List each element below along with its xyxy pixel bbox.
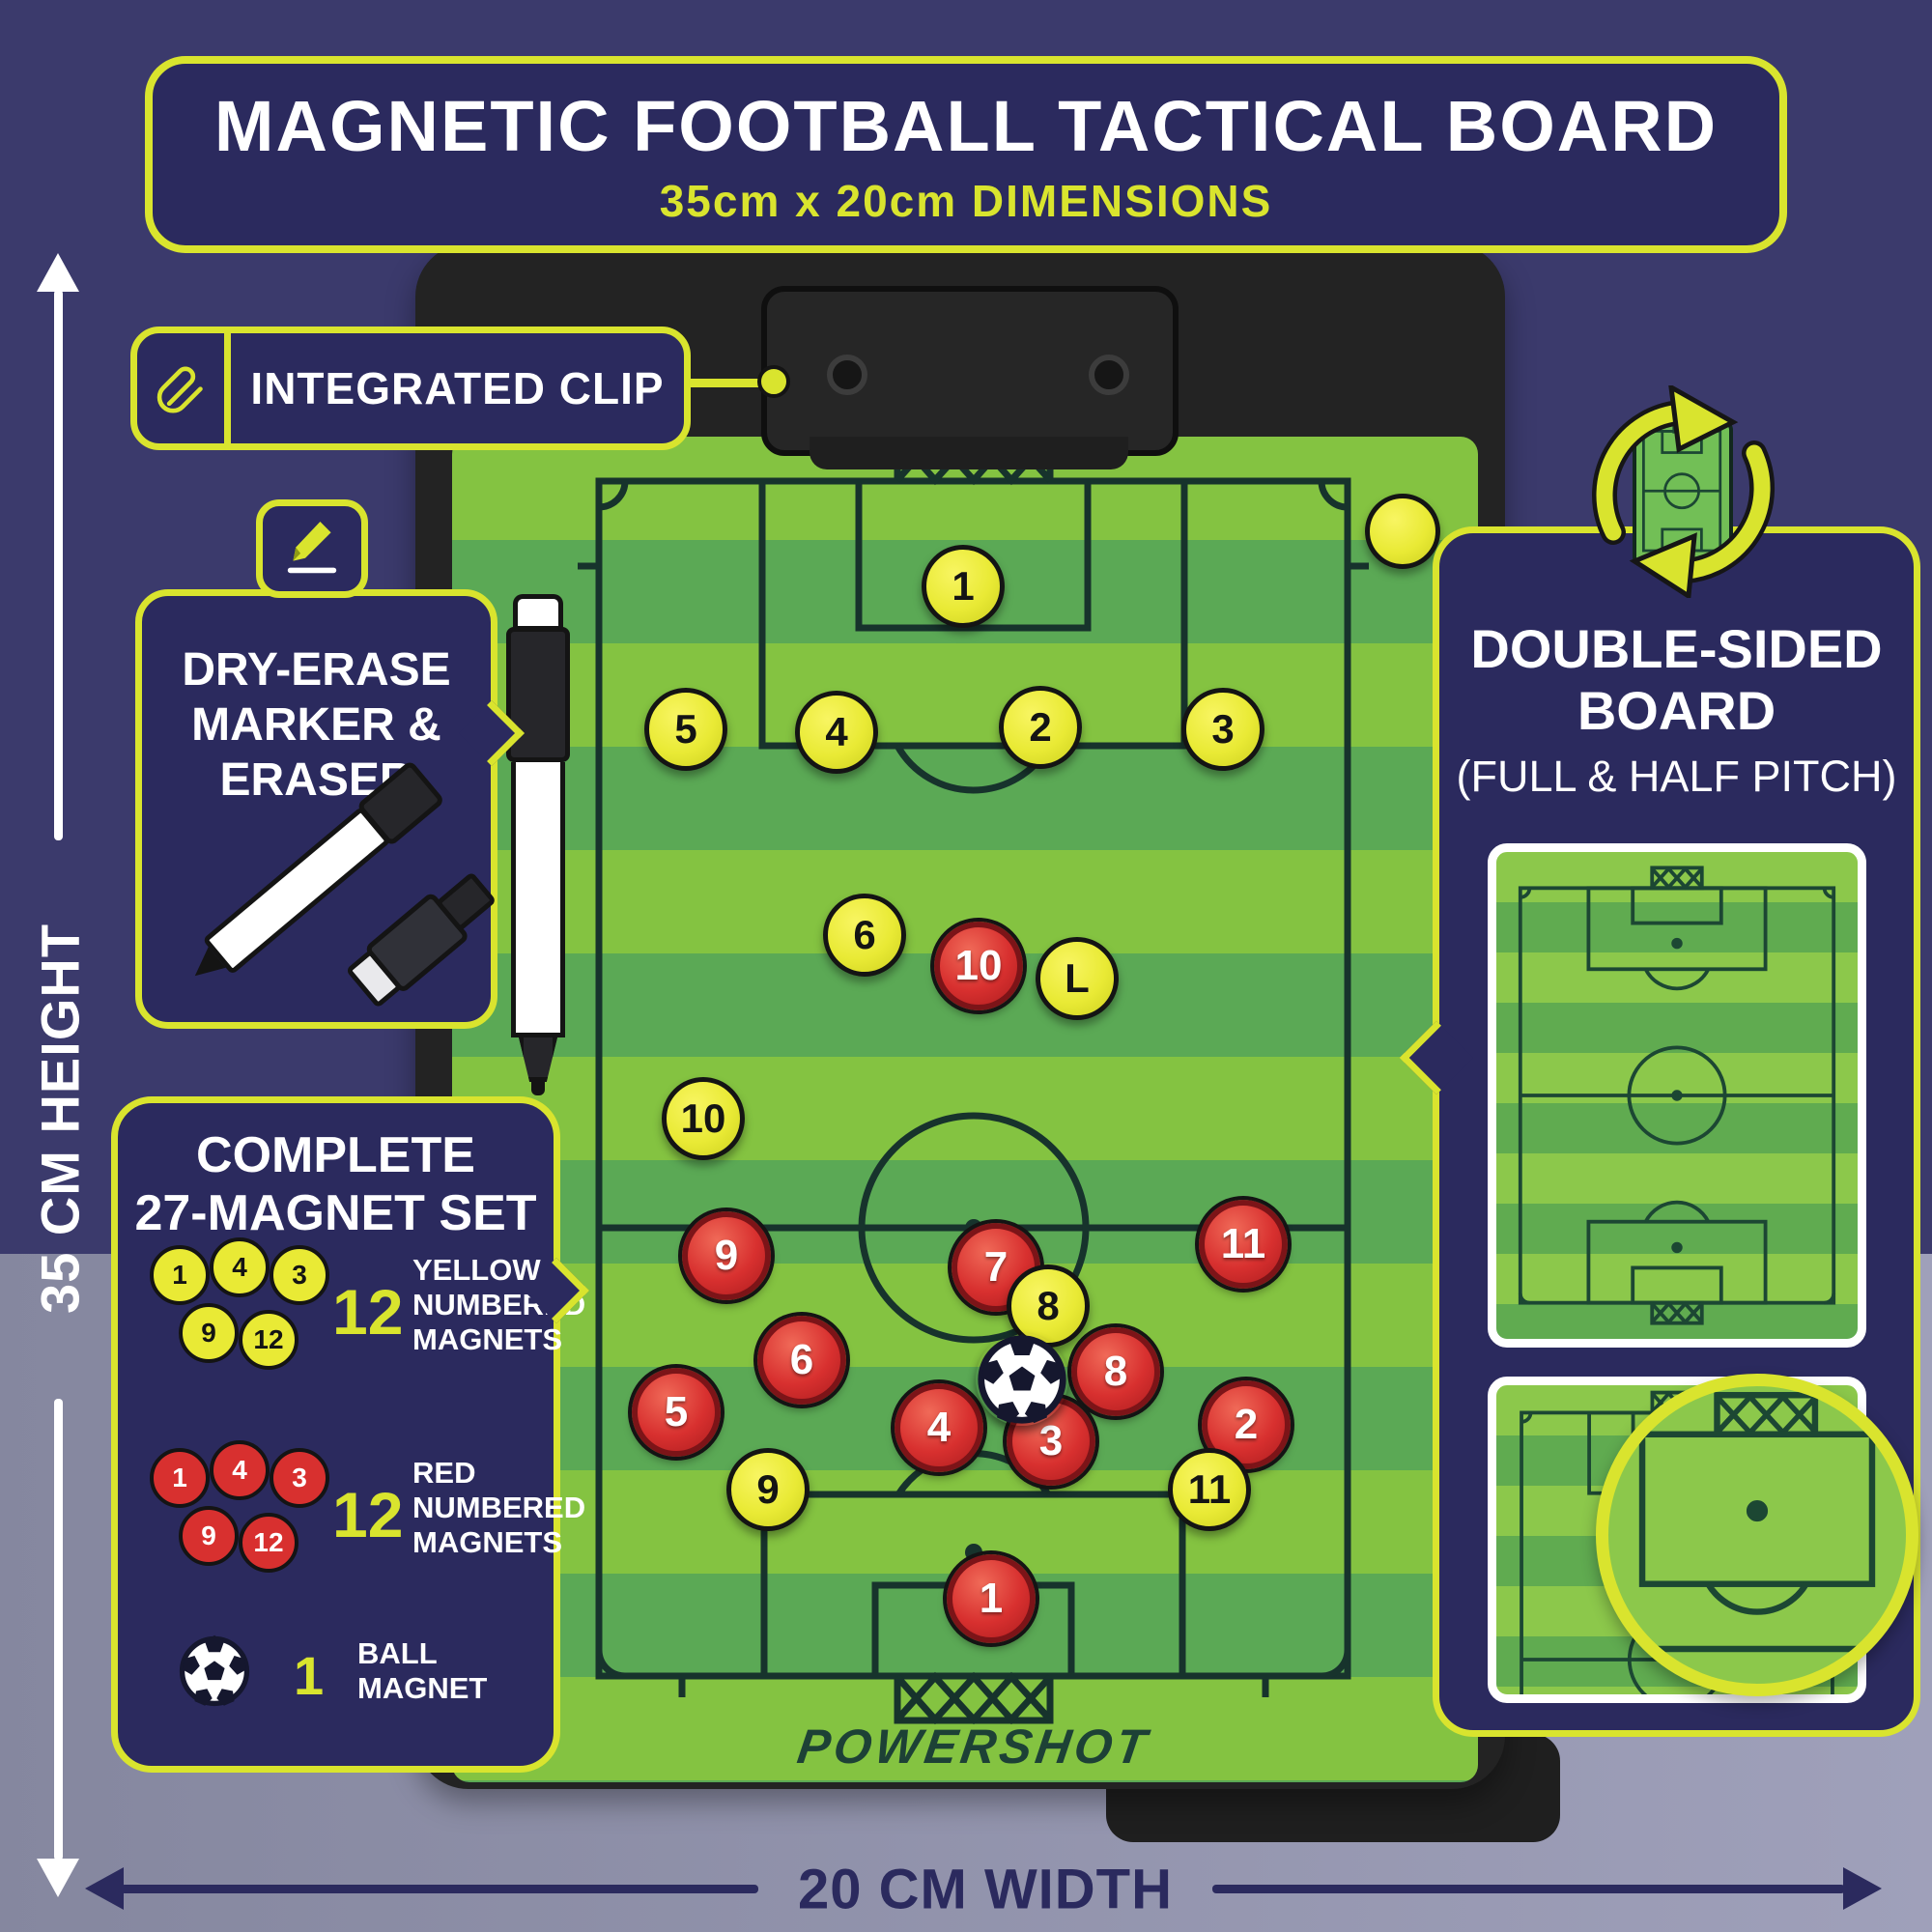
height-arrow-bottom	[37, 1859, 79, 1897]
double-sided-title1: DOUBLE-SIDED	[1470, 618, 1883, 679]
magnet-set-title: COMPLETE 27-MAGNET SET	[118, 1126, 554, 1242]
title-banner: MAGNETIC FOOTBALL TACTICAL BOARD 35cm x …	[145, 56, 1787, 253]
double-sided-title: DOUBLE-SIDED BOARD	[1439, 618, 1914, 742]
eraser-illustration	[342, 848, 521, 1012]
red-sample-magnet-1: 1	[150, 1448, 210, 1508]
clip-screw-left	[827, 355, 867, 395]
pen-barrel	[511, 762, 565, 1037]
page-subtitle: 35cm x 20cm DIMENSIONS	[659, 176, 1273, 226]
width-arrow-line-right	[1212, 1885, 1845, 1893]
callout-double-sided: DOUBLE-SIDED BOARD (FULL & HALF PITCH)	[1433, 385, 1920, 1737]
yellow-sample-magnet-4: 4	[210, 1237, 270, 1297]
callout-dry-erase: DRY-ERASE MARKER & ERASER	[135, 499, 497, 1029]
mini-pitch-full	[1488, 843, 1866, 1348]
half-pitch-magnifier	[1596, 1374, 1918, 1696]
height-arrow-line-bottom	[54, 1399, 63, 1861]
yellow-magnet-count: 12	[332, 1276, 404, 1348]
rotate-board-icon	[1586, 385, 1779, 598]
width-arrow-left	[85, 1867, 124, 1910]
width-arrow-right	[1843, 1867, 1882, 1910]
soccer-ball-icon	[179, 1634, 250, 1707]
pencil-icon	[256, 499, 368, 598]
red-sample-magnet-9: 9	[179, 1506, 239, 1566]
red-label-line2: NUMBERED	[412, 1491, 586, 1524]
pen-point	[531, 1080, 545, 1095]
width-arrow-line-left	[121, 1885, 758, 1893]
ball-label-line2: MAGNET	[357, 1671, 488, 1705]
ball-magnet-count: 1	[294, 1645, 325, 1706]
dry-erase-line1: DRY-ERASE	[182, 644, 451, 696]
clip-callout-label: INTEGRATED CLIP	[250, 363, 665, 413]
yellow-label-line1: YELLOW	[412, 1253, 541, 1287]
brand-logo: POWERSHOT	[794, 1719, 1153, 1774]
height-arrow-top	[37, 253, 79, 292]
double-sided-title2: BOARD	[1577, 680, 1776, 741]
double-sided-subtitle: (FULL & HALF PITCH)	[1456, 752, 1897, 801]
red-label-line1: RED	[412, 1456, 476, 1490]
yellow-sample-magnet-9: 9	[179, 1303, 239, 1363]
red-label-line3: MAGNETS	[412, 1525, 562, 1559]
rotation-arrows	[1592, 385, 1776, 598]
clip-callout-dot	[757, 365, 790, 398]
height-dimension-label: 35 CM HEIGHT	[29, 923, 91, 1315]
height-arrow-line-top	[54, 290, 63, 840]
pitch-surface	[452, 437, 1478, 1782]
pen-nose	[519, 1037, 557, 1082]
clip-screw-right	[1089, 355, 1129, 395]
red-sample-magnet-12: 12	[239, 1513, 298, 1573]
dry-erase-text: DRY-ERASE MARKER & ERASER	[142, 642, 491, 808]
magnet-set-title1: COMPLETE	[196, 1127, 475, 1183]
dry-erase-line2: MARKER &	[191, 699, 441, 751]
red-sample-magnet-3: 3	[270, 1448, 329, 1508]
paperclip-icon	[137, 333, 231, 443]
yellow-sample-magnet-12: 12	[239, 1310, 298, 1370]
red-magnet-count: 12	[332, 1479, 404, 1550]
red-sample-magnet-4: 4	[210, 1440, 270, 1500]
red-magnet-label: RED NUMBERED MAGNETS	[412, 1456, 585, 1560]
page-title: MAGNETIC FOOTBALL TACTICAL BOARD	[213, 86, 1719, 166]
callout-integrated-clip: INTEGRATED CLIP	[130, 327, 691, 450]
clip-callout-connector	[689, 379, 768, 387]
yellow-sample-magnet-1: 1	[150, 1245, 210, 1305]
ball-magnet-legend-icon	[178, 1634, 251, 1708]
dry-erase-marker-pen	[504, 594, 572, 1095]
clip-lip	[810, 437, 1128, 469]
yellow-label-line3: MAGNETS	[412, 1322, 562, 1356]
magnet-set-title2: 27-MAGNET SET	[134, 1185, 537, 1241]
ball-label-line1: BALL	[357, 1636, 438, 1670]
yellow-sample-magnet-3: 3	[270, 1245, 329, 1305]
width-dimension-label: 20 CM WIDTH	[798, 1858, 1173, 1921]
pen-cap-tip	[513, 594, 563, 631]
ball-magnet-label: BALL MAGNET	[357, 1636, 487, 1706]
